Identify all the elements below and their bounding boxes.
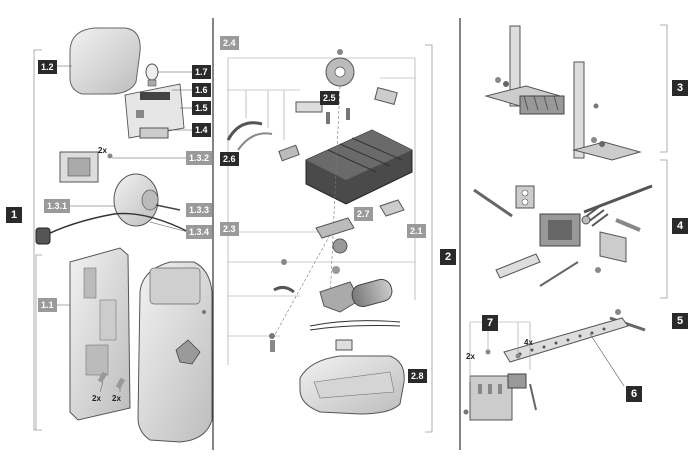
motor-part — [351, 278, 393, 308]
washer-plate-part — [515, 185, 535, 209]
bulb-part — [145, 63, 159, 81]
door-arm-part — [503, 317, 629, 363]
quantity-4x: 4x — [524, 338, 533, 347]
label-1-7: 1.7 — [192, 65, 211, 79]
label-2-5: 2.5 — [320, 91, 339, 105]
label-1-6: 1.6 — [192, 83, 211, 97]
label-1-1: 1.1 — [38, 298, 57, 312]
cover-part — [69, 27, 141, 95]
group-4-bracket — [660, 159, 668, 299]
label-2-1: 2.1 — [407, 224, 426, 238]
mounting-bracket-part — [509, 25, 521, 107]
gearbox-part — [319, 281, 361, 313]
label-4: 4 — [672, 218, 688, 234]
long-bolt-part — [583, 184, 653, 214]
group-1-1-bracket — [35, 254, 42, 430]
label-1-3-2: 1.3.2 — [186, 151, 213, 165]
housing-part — [137, 261, 213, 443]
label-2-6: 2.6 — [220, 152, 239, 166]
label-2-7: 2.7 — [354, 207, 373, 221]
label-3: 3 — [672, 80, 688, 96]
plug-part — [35, 227, 51, 245]
label-2-8: 2.8 — [408, 369, 427, 383]
label-2: 2 — [440, 249, 456, 265]
group-2-bracket — [425, 44, 433, 433]
group-3-bracket — [660, 24, 668, 153]
label-5: 5 — [672, 313, 688, 329]
lever-part — [315, 217, 355, 239]
angle-bracket-part — [599, 231, 627, 263]
label-7: 7 — [482, 315, 498, 331]
quantity-2x: 2x — [112, 394, 121, 403]
button-part — [175, 339, 201, 365]
label-1-2: 1.2 — [38, 60, 57, 74]
group-1-bracket — [33, 49, 42, 431]
clip-part — [226, 121, 263, 141]
label-1-3-3: 1.3.3 — [186, 203, 213, 217]
quantity-2x: 2x — [92, 394, 101, 403]
label-6: 6 — [626, 386, 642, 402]
wire-connector-part — [335, 339, 353, 351]
quantity-2x: 2x — [98, 146, 107, 155]
bolt-part — [473, 188, 513, 218]
door-bracket-part — [469, 375, 513, 421]
label-1-5: 1.5 — [192, 101, 211, 115]
carriage-part — [539, 213, 581, 247]
label-2-3: 2.3 — [220, 222, 239, 236]
label-1-3-1: 1.3.1 — [44, 199, 71, 213]
label-1: 1 — [6, 207, 22, 223]
bracket-part — [295, 101, 323, 113]
label-1-4: 1.4 — [192, 123, 211, 137]
power-cable — [39, 212, 201, 239]
label-2-4: 2.4 — [220, 36, 239, 50]
mounting-bracket-part — [573, 61, 585, 159]
quantity-2x: 2x — [466, 352, 475, 361]
plate-part — [379, 199, 405, 217]
connector-part — [139, 127, 169, 139]
label-1-3-4: 1.3.4 — [186, 225, 213, 239]
